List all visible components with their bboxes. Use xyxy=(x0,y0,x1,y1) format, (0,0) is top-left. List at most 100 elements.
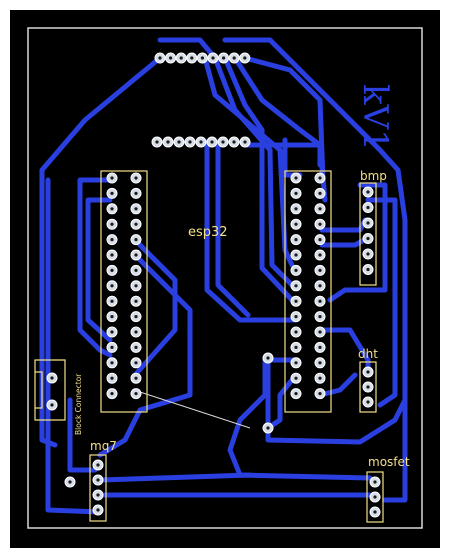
esp32-right-pad xyxy=(314,172,326,184)
esp32-right-pad xyxy=(314,357,326,369)
esp32-left-pad xyxy=(130,249,142,261)
esp32-right-pad xyxy=(314,372,326,384)
dht-pad xyxy=(362,396,374,408)
esp32-right-pad xyxy=(314,249,326,261)
esp32-right-pad xyxy=(290,187,302,199)
bmp-pad xyxy=(362,186,374,198)
esp32-left-pad xyxy=(130,357,142,369)
middle-header-pad xyxy=(173,136,185,148)
mq7-pad xyxy=(92,474,104,486)
esp32-right-pad xyxy=(290,264,302,276)
mq7-header-outline xyxy=(89,454,107,522)
esp32-right-pad xyxy=(290,203,302,215)
esp32-right-pad xyxy=(290,388,302,400)
esp32-right-pad xyxy=(314,326,326,338)
top-header-pad xyxy=(196,52,208,64)
esp32-left-pad xyxy=(106,234,118,246)
dht-pad xyxy=(362,381,374,393)
esp32-right-header-outline xyxy=(284,170,332,413)
esp32-right-pad xyxy=(314,280,326,292)
top-header-pad xyxy=(165,52,177,64)
middle-header-pad xyxy=(239,136,251,148)
trace xyxy=(242,142,323,168)
esp32-left-pad xyxy=(130,187,142,199)
bmp-pad xyxy=(362,233,374,244)
esp32-left-pad xyxy=(106,203,118,215)
trace xyxy=(242,55,326,183)
trace xyxy=(265,397,408,445)
esp32-left-pad xyxy=(130,341,142,353)
trace xyxy=(157,37,218,61)
esp32-right-pad xyxy=(290,218,302,230)
trace xyxy=(97,252,193,458)
dht-header-outline xyxy=(359,361,377,413)
esp32-left-pad xyxy=(130,388,142,400)
esp32-right-pad xyxy=(314,218,326,230)
esp32-right-pad xyxy=(290,357,302,369)
bmp-header-outline xyxy=(359,182,377,286)
top-header-pad xyxy=(218,52,230,64)
top-header-pad xyxy=(239,52,251,64)
mosfet-label: mosfet xyxy=(368,455,410,469)
esp32-right-pad xyxy=(290,172,302,184)
mirrored-board-title: kV1 xyxy=(355,84,395,151)
mosfet-pad xyxy=(369,506,381,518)
esp32-left-pad xyxy=(130,234,142,246)
esp32-label: esp32 xyxy=(188,225,228,240)
esp32-left-pad xyxy=(130,372,142,384)
esp32-left-pad xyxy=(130,264,142,276)
trace xyxy=(317,372,358,398)
esp32-left-pad xyxy=(106,326,118,338)
esp32-left-pad xyxy=(106,311,118,323)
trace xyxy=(67,397,98,473)
trace xyxy=(317,327,371,375)
esp32-left-pad xyxy=(106,249,118,261)
pads-layer xyxy=(46,52,381,518)
esp32-left-pad xyxy=(106,218,118,230)
via-pad xyxy=(262,422,274,434)
block-connector-pad xyxy=(46,372,58,384)
middle-header-pad xyxy=(206,136,218,148)
esp32-right-pad xyxy=(314,187,326,199)
silkscreen-outlines xyxy=(34,170,384,523)
top-header-pad xyxy=(186,52,198,64)
esp32-left-pad xyxy=(130,311,142,323)
via-pad xyxy=(262,352,274,364)
trace xyxy=(85,197,113,343)
esp32-right-pad xyxy=(290,295,302,307)
dht-pad xyxy=(362,366,374,378)
trace xyxy=(132,237,178,378)
esp32-left-pad xyxy=(130,295,142,307)
trace xyxy=(265,372,299,431)
esp32-left-header-outline xyxy=(100,170,148,413)
esp32-left-pad xyxy=(130,172,142,184)
esp32-left-pad xyxy=(130,218,142,230)
trace xyxy=(222,55,295,303)
esp32-left-pad xyxy=(130,280,142,292)
middle-header-pad xyxy=(195,136,207,148)
middle-header-pad xyxy=(217,136,229,148)
trace xyxy=(222,37,408,503)
esp32-right-pad xyxy=(314,295,326,307)
mosfet-pad xyxy=(369,491,381,503)
esp32-left-pad xyxy=(106,388,118,400)
trace xyxy=(97,472,253,483)
esp32-right-pad xyxy=(290,249,302,261)
top-header-pad xyxy=(228,52,240,64)
via-pad xyxy=(64,476,76,488)
trace xyxy=(365,197,398,408)
esp32-left-pad xyxy=(106,372,118,384)
esp32-right-pad xyxy=(290,341,302,353)
esp32-left-pad xyxy=(106,172,118,184)
top-header-pad xyxy=(207,52,219,64)
trace xyxy=(77,177,113,358)
middle-header-pad xyxy=(151,136,163,148)
esp32-right-pad xyxy=(290,280,302,292)
esp32-right-pad xyxy=(314,264,326,276)
bmp-pad xyxy=(362,248,374,260)
esp32-right-pad xyxy=(290,326,302,338)
block-connector-outline xyxy=(34,359,66,421)
esp32-left-pad xyxy=(106,341,118,353)
